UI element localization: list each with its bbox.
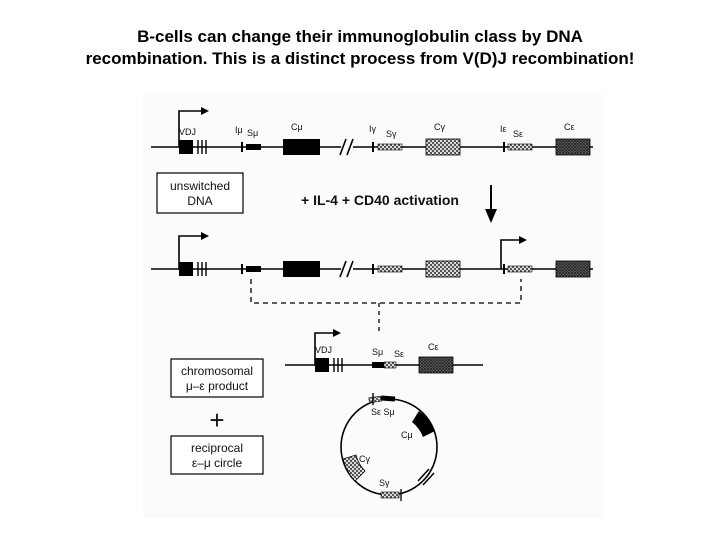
- class-switch-figure: VDJ Iμ Sμ Cμ Iγ Sγ Cγ Iε Sε Cε unswitche…: [143, 93, 603, 518]
- activation-label: + IL-4 + CD40 activation: [301, 192, 459, 208]
- unswitched-dna-box: unswitched DNA: [156, 172, 244, 214]
- title-line-2: recombination. This is a distinct proces…: [85, 49, 635, 68]
- strand-break: [339, 138, 347, 156]
- s-gamma-region: [377, 143, 403, 151]
- s-epsilon-label: Sε: [394, 349, 404, 359]
- chromosomal-product-box: chromosomal μ–ε product: [170, 358, 264, 398]
- product-strand: VDJ Sμ Sε Cε: [285, 329, 483, 374]
- c-mu-label: Cμ: [291, 122, 303, 132]
- s-epsilon-region: [383, 361, 397, 369]
- epsilon-promoter-arrow: [500, 239, 519, 269]
- s-epsilon-region: [507, 265, 533, 273]
- reciprocal-box-line1: reciprocal: [191, 441, 243, 455]
- i-epsilon-exon: [503, 142, 505, 152]
- promoter-arrow: [178, 110, 201, 147]
- i-mu-exon: [241, 142, 243, 152]
- vdj-label: VDJ: [179, 127, 196, 137]
- s-mu-region: [380, 395, 396, 402]
- i-gamma-exon: [372, 264, 374, 274]
- i-gamma-label: Iγ: [369, 124, 377, 134]
- unswitched-strand: VDJ Iμ Sμ Cμ Iγ Sγ Cγ Iε Sε Cε: [151, 107, 593, 156]
- c-mu-gene: [283, 139, 320, 155]
- s-gamma-label: Sγ: [386, 129, 397, 139]
- strand-break: [346, 260, 354, 278]
- unswitched-box-line1: unswitched: [170, 179, 230, 193]
- s-mu-region: [372, 362, 384, 368]
- c-mu-gene: [283, 261, 320, 277]
- s-gamma-label: Sγ: [379, 478, 390, 488]
- circle-break: [422, 472, 435, 486]
- i-mu-label: Iμ: [235, 125, 243, 135]
- excised-circle: Sε Sμ Cμ Cγ Sγ: [340, 393, 438, 501]
- c-epsilon-label: Cε: [428, 342, 439, 352]
- activation-arrowhead: [485, 209, 497, 223]
- chromosomal-box-line2: μ–ε product: [186, 379, 249, 393]
- i-mu-exon: [241, 264, 243, 274]
- plus-sign: +: [209, 405, 224, 435]
- chromosomal-box-line1: chromosomal: [181, 364, 253, 378]
- vdj-label: VDJ: [315, 345, 332, 355]
- s-epsilon-label: Sε: [513, 129, 523, 139]
- c-epsilon-label: Cε: [564, 122, 575, 132]
- s-epsilon-region: [507, 143, 533, 151]
- strand-break: [346, 138, 354, 156]
- reciprocal-circle-box: reciprocal ε–μ circle: [170, 435, 264, 475]
- reciprocal-box-line2: ε–μ circle: [192, 456, 243, 470]
- s-mu-region: [246, 144, 261, 150]
- i-epsilon-label: Iε: [500, 124, 507, 134]
- c-gamma-gene: [425, 138, 461, 156]
- i-gamma-exon: [372, 142, 374, 152]
- promoter-arrowhead: [201, 232, 209, 240]
- s-mu-region: [246, 266, 261, 272]
- c-epsilon-gene: [418, 356, 454, 374]
- s-mu-label: Sμ: [247, 128, 258, 138]
- slide-title: B-cells can change their immunoglobulin …: [0, 26, 720, 70]
- c-gamma-label: Cγ: [359, 454, 370, 464]
- c-gamma-label: Cγ: [434, 122, 445, 132]
- s-gamma-region: [377, 265, 403, 273]
- recombination-bracket: [250, 279, 522, 304]
- s-mu-label: Sμ: [372, 347, 383, 357]
- promoter-arrowhead: [333, 329, 341, 337]
- c-mu-label: Cμ: [401, 430, 413, 440]
- c-epsilon-gene: [555, 138, 591, 156]
- unswitched-box-line2: DNA: [187, 194, 212, 208]
- c-gamma-gene: [425, 260, 461, 278]
- s-gamma-region: [380, 491, 400, 499]
- promoter-arrow: [178, 235, 201, 269]
- s-epsilon-s-mu-label: Sε Sμ: [371, 407, 395, 417]
- strand-break: [339, 260, 347, 278]
- c-mu-gene: [412, 411, 435, 437]
- epsilon-promoter-arrowhead: [519, 236, 527, 244]
- circle-break: [417, 468, 430, 482]
- i-epsilon-exon: [503, 264, 505, 274]
- c-epsilon-gene: [555, 260, 591, 278]
- title-line-1: B-cells can change their immunoglobulin …: [137, 27, 583, 46]
- activated-strand: [151, 232, 593, 278]
- vdj-segment: [315, 358, 329, 372]
- vdj-segment: [179, 262, 193, 276]
- promoter-arrow: [314, 332, 333, 365]
- c-gamma-gene: [342, 454, 366, 482]
- promoter-arrowhead: [201, 107, 209, 115]
- vdj-segment: [179, 140, 193, 154]
